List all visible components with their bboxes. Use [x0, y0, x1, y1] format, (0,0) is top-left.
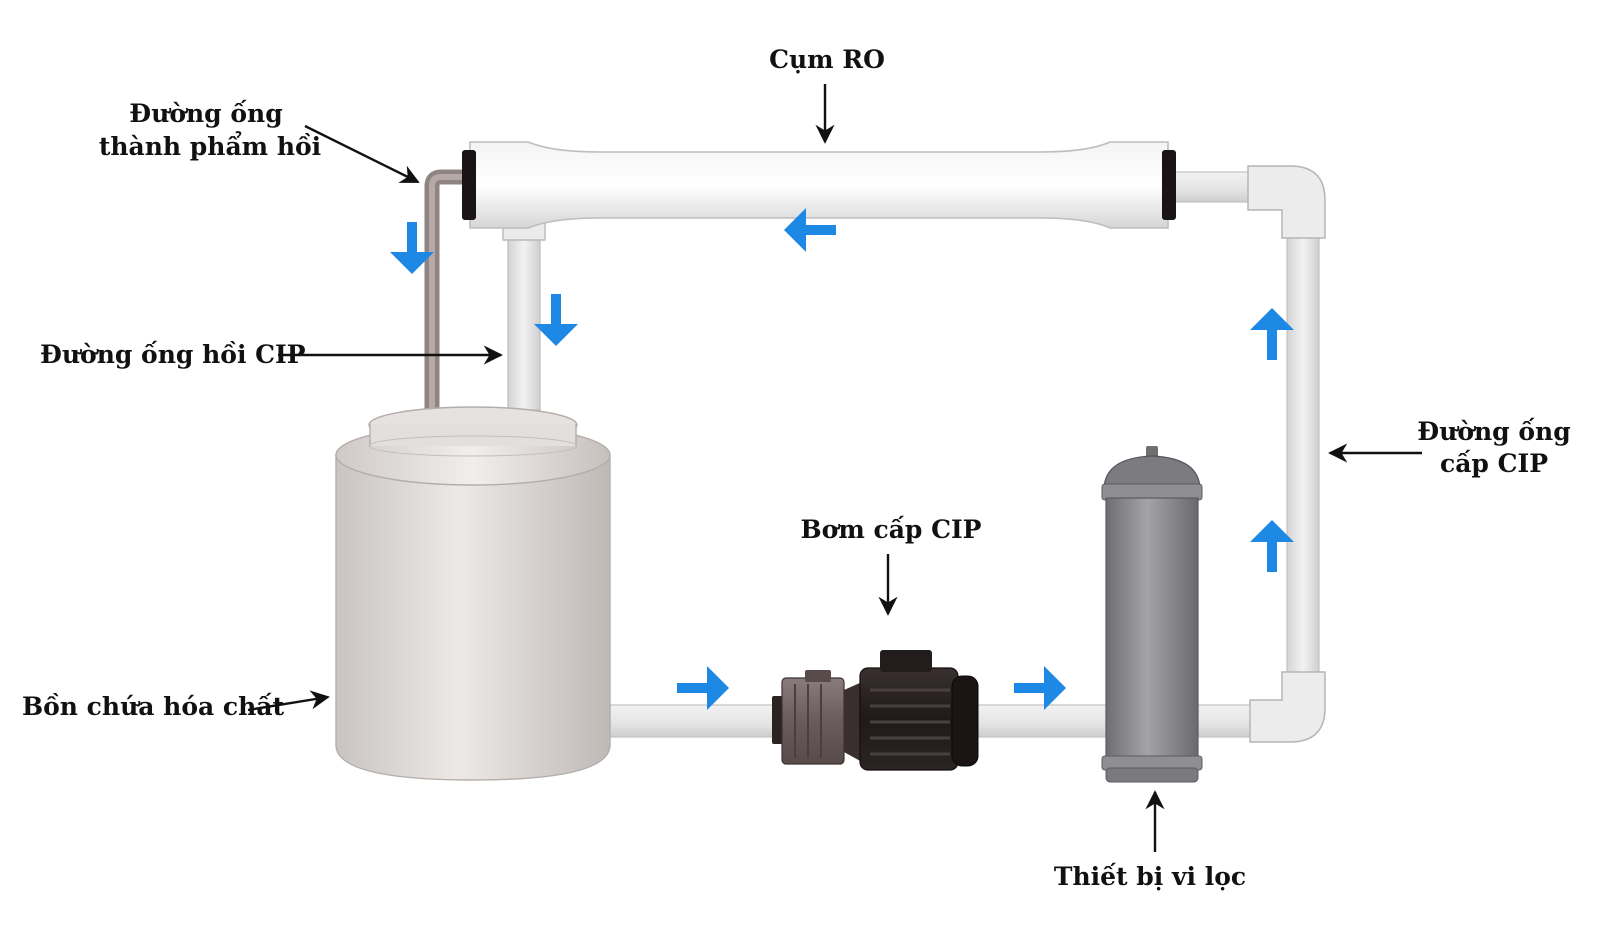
tank-to-pump-pipe	[609, 704, 781, 738]
cip-pump	[772, 650, 979, 771]
flow-arrow-icon	[784, 208, 836, 252]
return-line-label: Đường ống hồi CIP	[40, 340, 306, 369]
filter-label: Thiết bị vi lọc	[1054, 862, 1246, 891]
ro-membrane	[462, 141, 1176, 229]
pump-label: Bơm cấp CIP	[801, 515, 982, 544]
flow-arrow-icon	[390, 222, 434, 274]
flow-arrow-icon	[1250, 520, 1294, 572]
tank-label: Bồn chứa hóa chất	[22, 692, 285, 721]
cip-return-pipe	[507, 224, 541, 411]
elbow-to-ro-pipe	[1174, 171, 1256, 203]
permeate-line-label-1: Đường ống	[129, 99, 282, 128]
ro-end-cap-right	[1162, 150, 1176, 220]
flow-arrows	[390, 208, 1294, 710]
cip-supply-pipe	[1286, 234, 1320, 676]
leader-arrow-icon	[247, 690, 330, 712]
leader-arrows	[247, 84, 1422, 852]
bottom-right-elbow	[1249, 671, 1326, 743]
flow-arrow-icon	[1250, 308, 1294, 360]
permeate-line-label-2: thành phẩm hồi	[99, 132, 321, 161]
labels: Cụm RO Đường ống thành phẩm hồi Đường ốn…	[22, 45, 1571, 891]
top-right-elbow	[1247, 165, 1326, 239]
supply-line-label-2: cấp CIP	[1440, 449, 1548, 478]
micro-filter	[1101, 446, 1203, 783]
flow-arrow-icon	[677, 666, 729, 710]
leader-arrow-icon	[304, 124, 420, 184]
ro-end-cap-left	[462, 150, 476, 220]
pump-to-filter-pipe	[974, 704, 1111, 738]
flow-arrow-icon	[534, 294, 578, 346]
ro-label: Cụm RO	[769, 45, 885, 74]
chemical-tank	[335, 406, 611, 781]
flow-arrow-icon	[1014, 666, 1066, 710]
supply-line-label-1: Đường ống	[1417, 417, 1570, 446]
filter-to-elbow-pipe	[1194, 704, 1261, 738]
